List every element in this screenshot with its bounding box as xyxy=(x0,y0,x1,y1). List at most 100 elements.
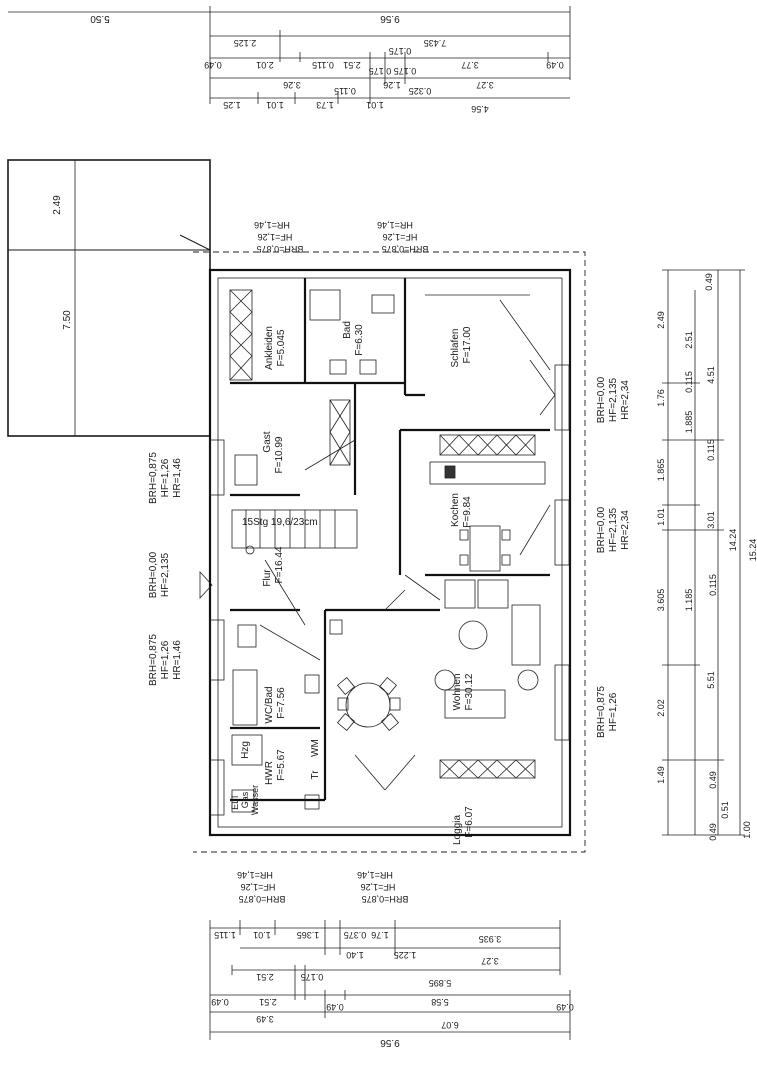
dim-b1-1-115: 1.115 xyxy=(214,930,236,940)
wl-right-lower-2: HF=1,26 xyxy=(608,692,619,731)
dim-top-0-115b: 0.115 xyxy=(334,86,356,96)
wl-left-upper-3: HR=1,46 xyxy=(172,458,183,498)
wl-right-middle-3: HR=2,34 xyxy=(620,510,631,550)
wl-top-left-2: HF=1,26 xyxy=(258,232,293,242)
room-wcbad-name: WC/Bad xyxy=(264,686,275,723)
wl-bottom-right-2: HF=1,26 xyxy=(361,882,396,892)
dim-r1-1-865: 1.865 xyxy=(656,459,666,482)
room-wohnen-area: F=30.12 xyxy=(464,673,475,710)
carport: 2.49 7.50 xyxy=(7,159,211,437)
wl-right-lower-1: BRH=0,875 xyxy=(596,686,607,738)
dim-top-0-49a: 0.49 xyxy=(204,60,222,70)
room-wohnen-name: Wohnen xyxy=(452,673,463,710)
wl-bottom-left-3: BRH=0,875 xyxy=(239,894,286,904)
wl-right-middle-1: BRH=0,00 xyxy=(596,506,607,553)
wl-right-upper-1: BRH=0,00 xyxy=(596,376,607,423)
ankleiden-cabinets xyxy=(229,289,253,381)
window-labels-top: BRH=0,875 HF=1,26 HR=1,46 BRH=0,875 HF=1… xyxy=(254,220,428,254)
dim-top-1-25: 1.25 xyxy=(223,100,241,110)
dim-top-1-26: 1.26 xyxy=(383,80,401,90)
dim-top-9-56: 9.56 xyxy=(380,13,400,24)
dim-top-7-435: 7.435 xyxy=(424,38,447,48)
carport-width-label: 7.50 xyxy=(62,310,73,330)
dim-top-1-01b: 1.01 xyxy=(366,100,384,110)
bottom-dimension-chains: 1.115 1.01 1.365 0.375 1.76 3.935 1.40 1… xyxy=(209,920,574,1048)
dim-top-0-175c: 0.175 xyxy=(394,66,417,76)
dim-b4-5-58: 5.58 xyxy=(431,997,449,1007)
dim-r3-3-01: 3.01 xyxy=(706,511,716,529)
dim-r3-0-51: 0.51 xyxy=(720,801,730,819)
wl-left-lower-2: HF=1,26 xyxy=(160,640,171,679)
dim-top-0-115a: 0.115 xyxy=(312,60,334,70)
dim-r2-1-885: 1.885 xyxy=(684,411,694,434)
dim-r2-0-49b: 0.49 xyxy=(708,771,718,789)
wl-top-left-1: BRH=0,875 xyxy=(257,244,304,254)
dim-b6-9-56: 9.56 xyxy=(380,1037,400,1048)
window-labels-right: BRH=0,00 HF=2,135 HR=2,34 BRH=0,00 HF=2,… xyxy=(596,376,631,738)
wl-left-middle-2: HF=2,135 xyxy=(160,552,171,597)
room-bad-area: F=6.30 xyxy=(354,324,365,356)
kitchen-counter xyxy=(429,434,551,572)
wl-bottom-left-2: HF=1,26 xyxy=(241,882,276,892)
dim-b1-1-76: 1.76 xyxy=(371,930,389,940)
wl-bottom-right-1: HR=1,46 xyxy=(357,870,393,880)
dim-b3-2-51: 2.51 xyxy=(256,972,274,982)
room-wcbad-area: F=7.56 xyxy=(276,687,287,719)
dim-top-2-125: 2.125 xyxy=(234,38,257,48)
dim-b4-0-49a: 0.49 xyxy=(211,997,229,1007)
dim-b4-0-49c: 0.49 xyxy=(556,1002,574,1012)
room-labels: Ankleiden F=5.045 Bad F=6.30 Schlafen F=… xyxy=(230,321,475,845)
dim-top-0-325: 0.325 xyxy=(409,86,432,96)
dim-b2-1-225: 1.225 xyxy=(394,950,417,960)
top-dimension-chains: 9.56 5.50 2.125 7.435 0.175 0.49 2.01 0.… xyxy=(8,6,571,114)
dim-r4-14-24: 14.24 xyxy=(728,529,738,552)
dim-b5-6-07: 6.07 xyxy=(441,1020,459,1030)
room-flur-name: Flur xyxy=(262,569,273,587)
wl-bottom-left-1: HR=1,46 xyxy=(237,870,273,880)
dim-r2-0-115c: 0.115 xyxy=(708,574,718,596)
dim-top-4-56: 4.56 xyxy=(471,104,489,114)
room-ankleiden-area: F=5.045 xyxy=(276,329,287,366)
dim-r1-1-01: 1.01 xyxy=(656,508,666,526)
room-gast-area: F=10.99 xyxy=(274,436,285,473)
dim-r2-2-51: 2.51 xyxy=(684,331,694,349)
fixture-tr: Tr xyxy=(310,770,321,780)
wl-right-middle-2: HF=2,135 xyxy=(608,507,619,552)
dim-r5-1-00: 1.00 xyxy=(742,821,752,839)
dim-top-3-77: 3.77 xyxy=(461,60,479,70)
dim-b1-0-375: 0.375 xyxy=(344,930,367,940)
fixture-wm: WM xyxy=(310,739,321,757)
dim-b4-0-49b: 0.49 xyxy=(326,1002,344,1012)
fixture-wasser: Wasser xyxy=(250,785,260,815)
wl-top-right-1: BRH=0,875 xyxy=(382,244,429,254)
dim-top-2-51: 2.51 xyxy=(343,60,361,70)
fixture-gas: Gas xyxy=(240,791,250,808)
room-hwr-area: F=5.67 xyxy=(276,749,287,781)
dim-top-0-175a: 0.175 xyxy=(389,46,412,56)
dim-b2-3-27: 3.27 xyxy=(481,956,499,966)
carport-depth-label: 2.49 xyxy=(52,195,63,215)
dim-top-3-26: 3.26 xyxy=(283,80,301,90)
dim-top-1-73: 1.73 xyxy=(316,100,334,110)
dim-r2-0-49c: 0.49 xyxy=(708,823,718,841)
room-kochen-area: F=9.84 xyxy=(462,496,473,528)
building: Ankleiden F=5.045 Bad F=6.30 Schlafen F=… xyxy=(193,251,586,853)
dim-carport-5-50: 5.50 xyxy=(90,13,110,24)
bad-fixtures xyxy=(309,289,395,375)
wl-right-upper-3: HR=2,34 xyxy=(620,380,631,420)
dim-b3-5-895: 5.895 xyxy=(429,978,452,988)
dim-r2-0-49a: 0.49 xyxy=(704,273,714,291)
wl-left-upper-1: BRH=0,875 xyxy=(148,452,159,504)
dim-r2-1-185: 1.185 xyxy=(684,589,694,612)
right-dimension-chains: 2.49 1.76 1.865 1.01 3.605 2.02 1.49 0.4… xyxy=(656,269,757,841)
room-loggia-name: Loggia xyxy=(452,815,463,845)
dim-b4-2-51: 2.51 xyxy=(259,997,277,1007)
window-labels-bottom: HR=1,46 HF=1,26 BRH=0,875 HR=1,46 HF=1,2… xyxy=(237,870,408,904)
wl-bottom-right-3: BRH=0,875 xyxy=(362,894,409,904)
dim-r2-0-115a: 0.115 xyxy=(684,371,694,393)
room-gast-name: Gast xyxy=(262,431,273,452)
wcbad-fixtures xyxy=(232,624,321,726)
dim-b1-1-365: 1.365 xyxy=(297,930,320,940)
dim-r3-4-51: 4.51 xyxy=(706,366,716,384)
